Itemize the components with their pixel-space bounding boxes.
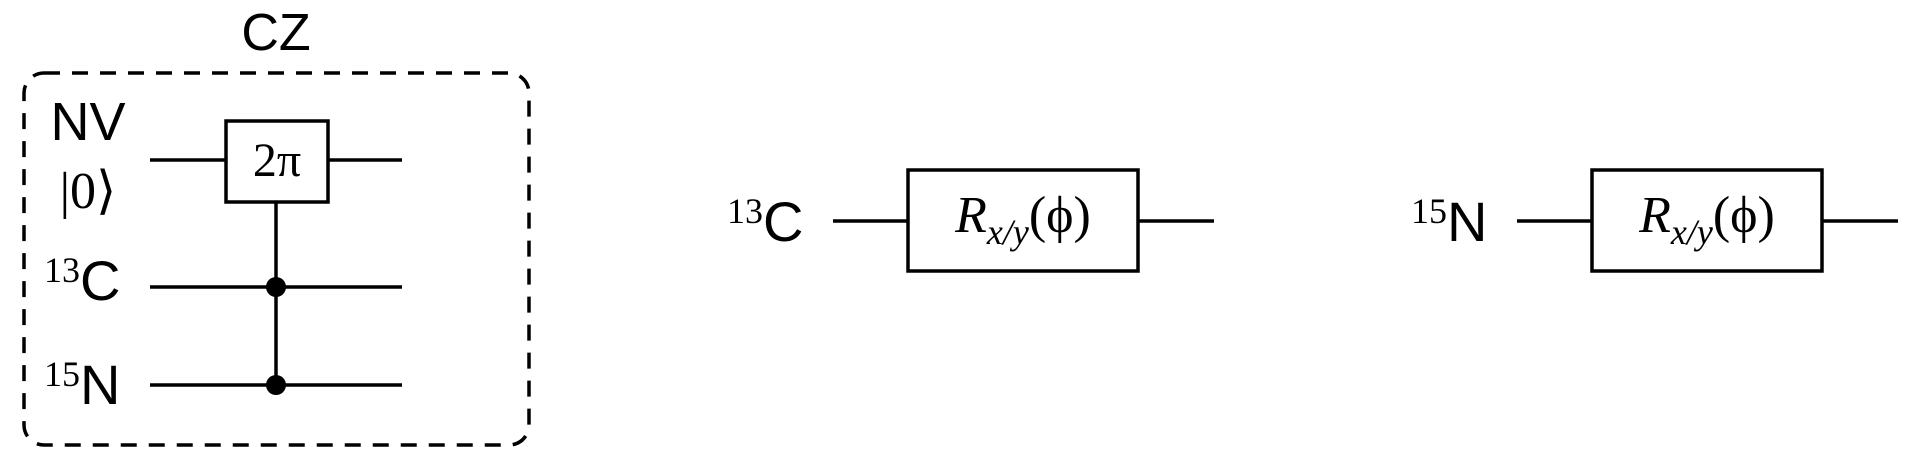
rotation-nitrogen-15-mass-number: 15 <box>1411 191 1447 231</box>
nv-state-ket: |0⟩ <box>60 163 117 220</box>
rotation-nitrogen-15-element: N <box>1447 190 1487 253</box>
rotation-carbon-13-element: C <box>763 190 803 253</box>
nitrogen-15-element: N <box>80 353 120 416</box>
rotation-panel-carbon-13: 13C Rx/y(ϕ) <box>727 168 1214 273</box>
rotation-panel-nitrogen-15: 15N Rx/y(ϕ) <box>1411 168 1898 273</box>
rotation-nitrogen-15-label: 15N <box>1411 190 1487 253</box>
rotation-nitrogen-15-gate-symbol: R <box>1638 187 1671 244</box>
rotation-carbon-13-mass-number: 13 <box>727 191 763 231</box>
cz-title: CZ <box>241 4 310 62</box>
cz-panel: CZ NV |0⟩ 13C 15N 2π <box>22 4 531 447</box>
nitrogen-15-mass-number: 15 <box>44 354 80 394</box>
control-dot-carbon-13 <box>266 277 286 297</box>
control-dot-nitrogen-15 <box>266 375 286 395</box>
rotation-carbon-13-gate-subscript: x/y <box>986 212 1029 252</box>
carbon-13-label: 13C <box>44 249 120 312</box>
rotation-nitrogen-15-gate-argument: (ϕ) <box>1713 187 1775 244</box>
rotation-nitrogen-15-gate-box <box>1590 168 1824 273</box>
cz-dashed-frame <box>22 71 531 447</box>
rotation-nitrogen-15-gate-subscript: x/y <box>1670 212 1713 252</box>
two-pi-gate-box <box>224 119 330 204</box>
carbon-13-mass-number: 13 <box>44 250 80 290</box>
carbon-13-element: C <box>80 249 120 312</box>
rotation-carbon-13-label: 13C <box>727 190 803 253</box>
nitrogen-15-label: 15N <box>44 353 120 416</box>
rotation-carbon-13-gate-label: Rx/y(ϕ) <box>954 187 1091 252</box>
rotation-carbon-13-gate-box <box>906 168 1140 273</box>
nv-label: NV <box>50 92 125 152</box>
rotation-carbon-13-gate-argument: (ϕ) <box>1029 187 1091 244</box>
rotation-carbon-13-gate-symbol: R <box>954 187 987 244</box>
two-pi-gate-label: 2π <box>253 134 301 187</box>
rotation-nitrogen-15-gate-label: Rx/y(ϕ) <box>1638 187 1775 252</box>
